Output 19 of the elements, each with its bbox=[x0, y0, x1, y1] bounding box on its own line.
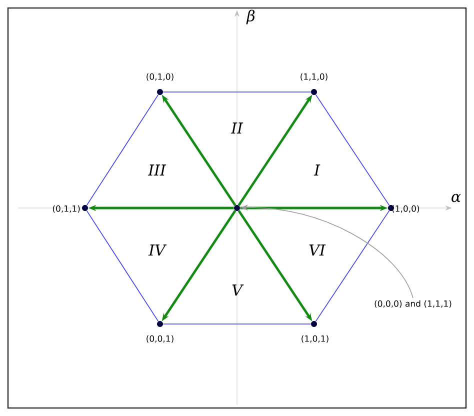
axis-label: α bbox=[452, 194, 461, 202]
sector-label: III bbox=[148, 164, 166, 176]
sector-label: V bbox=[232, 284, 244, 296]
hexagon-side bbox=[86, 210, 159, 322]
sector-label: VI bbox=[309, 244, 326, 256]
vertex-label: (0,1,0) bbox=[146, 73, 174, 81]
sector-label: IV bbox=[148, 244, 167, 256]
axis-label: β bbox=[246, 10, 255, 24]
hexagon-side bbox=[315, 94, 390, 206]
vertex-label: (0,0,1) bbox=[146, 335, 174, 343]
hexagon-side bbox=[86, 94, 159, 206]
vertex-label: (1,0,1) bbox=[302, 335, 328, 343]
vertex-label: (1,1,0) bbox=[300, 73, 328, 81]
callout-text: (0,0,0) and (1,1,1) bbox=[374, 300, 452, 308]
hexagon-side bbox=[315, 210, 390, 322]
sector-label: II bbox=[230, 122, 244, 134]
vertex-label: (1,0,0) bbox=[392, 205, 420, 213]
sector-label: I bbox=[314, 164, 320, 176]
vertex-label: (0,1,1) bbox=[52, 205, 80, 213]
